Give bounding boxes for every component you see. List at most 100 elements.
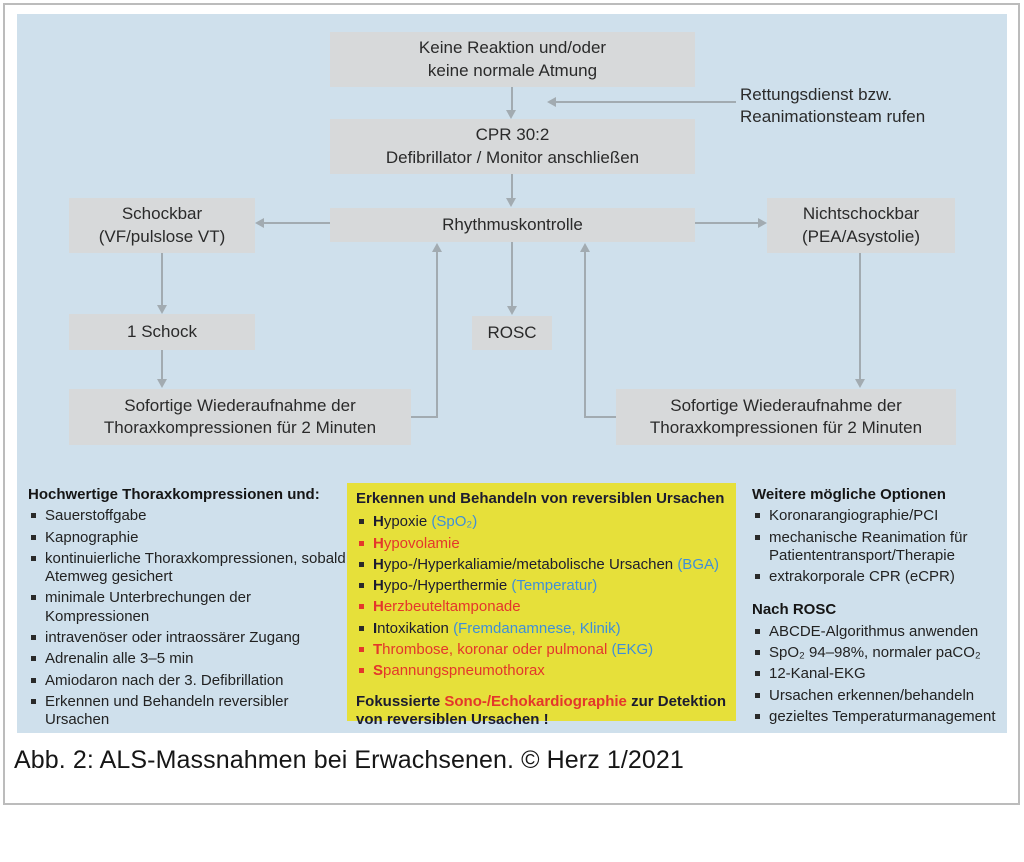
connector-resumeleft-horizontal — [411, 416, 438, 418]
arrow-rhythm-nonshockable-head-icon — [758, 218, 767, 228]
list-item: Koronarangiographie/PCI — [752, 507, 1006, 525]
reversible-cause-item: Thrombose, koronar oder pulmonal (EKG) — [356, 641, 727, 659]
footer-text-part: Fokussierte — [356, 692, 445, 710]
bullet-square-icon — [31, 555, 36, 561]
list-item-text: ABCDE-Algorithmus anwenden — [769, 622, 979, 640]
bullet-square-icon — [755, 574, 760, 580]
box-rhythm-check: Rhythmuskontrolle — [330, 208, 695, 242]
list-item: intravenöser oder intraossärer Zugang — [28, 629, 348, 647]
box-resume-right-line2: Thoraxkompressionen für 2 Minuten — [649, 418, 923, 437]
bullet-square-icon — [359, 647, 364, 653]
connector-resumeright-head-icon — [580, 243, 590, 252]
list-item-text: minimale Unterbrechungen der Kompression… — [45, 589, 251, 625]
arrow-oneshock-resume-line — [161, 350, 163, 381]
reversible-cause-item: Hypo-/Hyperkaliamie/metabolische Ursache… — [356, 556, 727, 574]
list-item: 12-Kanal-EKG — [752, 665, 1006, 683]
list-item-text: Ursachen erkennen/behandeln — [769, 686, 975, 704]
box-shockable-line2: (VF/pulslose VT) — [98, 226, 226, 246]
list-item: Sauerstoffgabe — [28, 507, 348, 525]
arrow-cpr-rhythm-head-icon — [506, 198, 516, 207]
box-nonshockable-line2: (PEA/Asystolie) — [801, 226, 921, 246]
arrow-sidenote-head-icon — [547, 97, 556, 107]
box-no-reaction-line2: keine normale Atmung — [427, 60, 598, 80]
list-item-text: Kapnographie — [45, 528, 139, 546]
box-resume-right: Sofortige Wiederaufnahme der Thoraxkompr… — [616, 389, 956, 445]
box-one-shock-label: 1 Schock — [127, 321, 197, 341]
list-item: kontinuierliche Thoraxkompressionen, sob… — [28, 550, 348, 587]
bullet-square-icon — [755, 534, 760, 540]
list-item: gezieltes Temperaturmanagement — [752, 708, 1006, 726]
arrow-rhythm-rosc-head-icon — [507, 306, 517, 315]
list-item-text: mechanische Reanimation für Patiententra… — [769, 528, 968, 564]
list-item-text: Erkennen und Behandeln reversibler Ursac… — [45, 692, 289, 729]
box-cpr: CPR 30:2 Defibrillator / Monitor anschli… — [330, 119, 695, 174]
box-rhythm-check-label: Rhythmuskontrolle — [442, 214, 583, 234]
bullet-square-icon — [755, 650, 760, 656]
bullet-square-icon — [359, 604, 364, 610]
bullet-square-icon — [755, 713, 760, 719]
list-item-text: SpO₂ 94–98%, normaler paCO₂ — [769, 644, 981, 662]
section-left-title: Hochwertige Thoraxkompressionen und: — [28, 486, 320, 503]
arrow-shockable-oneshock-head-icon — [157, 305, 167, 314]
box-resume-right-line1: Sofortige Wiederaufnahme der — [670, 395, 902, 415]
section-high-quality-compressions: Hochwertige Thoraxkompressionen und: Sau… — [28, 486, 348, 733]
bullet-square-icon — [359, 625, 364, 631]
box-shockable: Schockbar (VF/pulslose VT) — [69, 198, 255, 253]
side-note-line1: Rettungsdienst bzw. — [740, 85, 893, 104]
list-item: Ursachen erkennen/behandeln — [752, 687, 1006, 705]
connector-resumeleft-vertical — [436, 248, 438, 418]
box-nonshockable: Nichtschockbar (PEA/Asystolie) — [767, 198, 955, 253]
reversible-cause-text: Hypo-/Hyperthermie (Temperatur) — [373, 577, 598, 595]
bullet-square-icon — [359, 583, 364, 589]
arrow-rhythm-rosc-line — [511, 242, 513, 308]
reversible-cause-text: Hypoxie (SpO₂) — [373, 513, 478, 531]
reversible-cause-item: Hypovolamie — [356, 535, 727, 553]
bullet-square-icon — [359, 540, 364, 546]
section-right-list1: Koronarangiographie/PCI mechanische Reani… — [752, 507, 1006, 586]
arrow-rhythm-shockable-head-icon — [255, 218, 264, 228]
bullet-square-icon — [359, 561, 364, 567]
bullet-square-icon — [755, 628, 760, 634]
reversible-cause-text: Thrombose, koronar oder pulmonal (EKG) — [373, 641, 654, 659]
section-middle-title: Erkennen und Behandeln von reversiblen U… — [356, 490, 725, 507]
box-cpr-line1: CPR 30:2 — [475, 125, 550, 145]
bullet-square-icon — [31, 656, 36, 662]
reversible-cause-text: Spannungspneumothorax — [373, 662, 545, 680]
box-rosc-label: ROSC — [487, 322, 537, 342]
footer-text-part: Sono-/Echokardiographie — [444, 692, 627, 710]
reversible-cause-text: Hypo-/Hyperkaliamie/metabolische Ursache… — [373, 555, 719, 573]
reversible-cause-method: (EKG) — [611, 641, 654, 659]
bullet-square-icon — [359, 519, 364, 525]
box-resume-left-line1: Sofortige Wiederaufnahme der — [124, 395, 356, 415]
reversible-cause-method: (BGA) — [677, 555, 719, 573]
box-no-reaction-line1: Keine Reaktion und/oder — [418, 38, 607, 58]
bullet-square-icon — [31, 595, 36, 601]
reversible-cause-item: Spannungspneumothorax — [356, 662, 727, 680]
reversible-cause-text: Intoxikation (Fremdanamnese, Klinik) — [373, 619, 621, 637]
arrow-oneshock-resume-head-icon — [157, 379, 167, 388]
box-cpr-line2: Defibrillator / Monitor anschließen — [385, 147, 640, 167]
bullet-square-icon — [31, 534, 36, 540]
list-item-text: Amiodaron nach der 3. Defibrillation — [45, 671, 284, 689]
list-item-text: extrakorporale CPR (eCPR) — [769, 568, 955, 586]
arrow-noreaction-cpr-line — [511, 87, 513, 112]
bullet-square-icon — [755, 513, 760, 519]
section-right-title2: Nach ROSC — [752, 601, 837, 619]
box-nonshockable-line1: Nichtschockbar — [802, 204, 920, 224]
reversible-cause-item: Hypo-/Hyperthermie (Temperatur) — [356, 577, 727, 595]
bullet-square-icon — [31, 698, 36, 704]
reversible-cause-item: Intoxikation (Fremdanamnese, Klinik) — [356, 620, 727, 638]
box-resume-left-line2: Thoraxkompressionen für 2 Minuten — [103, 418, 377, 437]
section-further-options: Weitere mögliche Optionen Koronarangiogr… — [752, 486, 1006, 729]
connector-resumeright-horizontal — [584, 416, 616, 418]
section-reversible-causes: Erkennen und Behandeln von reversiblen U… — [347, 483, 736, 728]
side-note-line2: Reanimationsteam rufen — [740, 107, 926, 127]
arrow-nonshockable-resume-line — [859, 253, 861, 381]
list-item: mechanische Reanimation für Patiententra… — [752, 529, 1006, 566]
section-right-title1: Weitere mögliche Optionen — [752, 486, 946, 503]
list-item: Erkennen und Behandeln reversibler Ursac… — [28, 693, 348, 730]
